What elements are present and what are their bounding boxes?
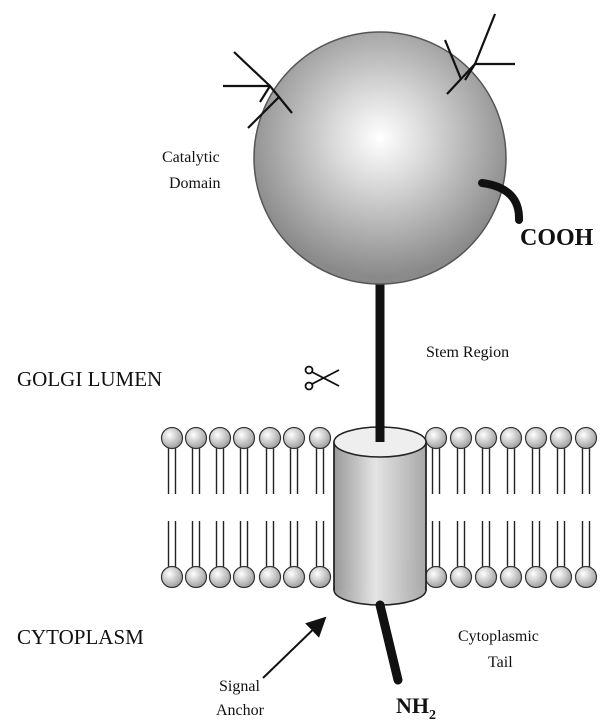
nh2-label: NH2: [396, 693, 436, 721]
lipid-head: [526, 567, 547, 588]
lipid-head: [476, 567, 497, 588]
lipid-head: [526, 428, 547, 449]
lipid-head: [310, 567, 331, 588]
lipid-head: [234, 567, 255, 588]
signal-anchor-arrow: [263, 618, 325, 678]
lipid-head: [284, 428, 305, 449]
cytoplasm-label: CYTOPLASM: [17, 625, 144, 649]
lipid-head: [476, 428, 497, 449]
lipid-head: [260, 567, 281, 588]
catalytic-domain-label-line2: Domain: [169, 175, 221, 192]
lipid-head: [210, 567, 231, 588]
lipid-head: [576, 428, 597, 449]
signal-anchor-cylinder: [334, 427, 426, 605]
nh2-label-main: NH: [396, 693, 429, 718]
lipid-head: [551, 428, 572, 449]
lipid-head: [451, 567, 472, 588]
scissors-icon: [306, 367, 340, 390]
cytoplasmic-tail-label-line2: Tail: [488, 654, 513, 671]
lipid-head: [260, 428, 281, 449]
lipid-head: [426, 428, 447, 449]
lipid-head: [234, 428, 255, 449]
lipid-head: [501, 567, 522, 588]
cytoplasmic-tail-label-line1: Cytoplasmic: [458, 628, 539, 645]
cytoplasmic-tail-line: [380, 605, 398, 680]
lipid-head: [210, 428, 231, 449]
lipid-head: [576, 567, 597, 588]
lipid-head: [186, 567, 207, 588]
signal-anchor-label-line2: Anchor: [216, 702, 265, 719]
lipid-head: [162, 567, 183, 588]
stem-region-label: Stem Region: [426, 344, 509, 361]
cooh-label: COOH: [520, 225, 594, 251]
signal-anchor-label-line1: Signal: [219, 678, 260, 695]
lipid-head: [501, 428, 522, 449]
lipid-head: [426, 567, 447, 588]
catalytic-domain-label-line1: Catalytic: [162, 149, 220, 166]
lipid-head: [186, 428, 207, 449]
nh2-label-subscript: 2: [429, 708, 436, 721]
golgi-lumen-label: GOLGI LUMEN: [17, 367, 162, 391]
lipid-head: [310, 428, 331, 449]
lipid-head: [162, 428, 183, 449]
lipid-head: [551, 567, 572, 588]
lipid-head: [284, 567, 305, 588]
lipid-head: [451, 428, 472, 449]
